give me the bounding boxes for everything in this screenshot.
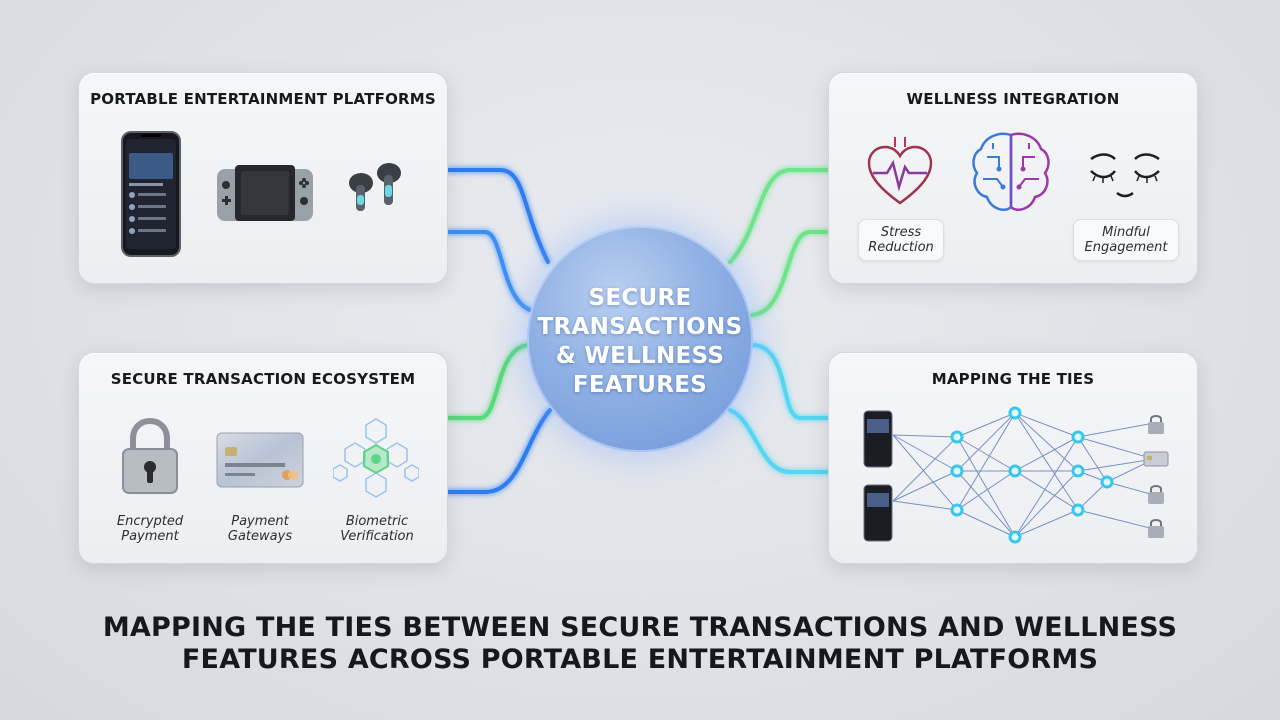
panel-title: SECURE TRANSACTION ECOSYSTEM <box>110 370 416 388</box>
smartphone-icon <box>121 131 181 257</box>
biometric-verification-label: Biometric Verification <box>340 514 414 544</box>
stress-reduction-label: Stress Reduction <box>858 219 944 261</box>
hub-label: SECURE TRANSACTIONS & WELLNESS FEATURES <box>537 285 743 398</box>
payment-gateways-label: Payment Gateways <box>227 514 293 544</box>
handheld-console-icon <box>217 165 313 221</box>
connector-mapping-bottom <box>728 408 834 474</box>
panel-secure-ecosystem: SECURE TRANSACTION ECOSYSTEM Encrypted P… <box>78 352 448 564</box>
encrypted-payment-label: Encrypted Payment <box>116 514 184 544</box>
connector-portable-top <box>446 168 550 264</box>
panel-title: WELLNESS INTEGRATION <box>906 90 1120 108</box>
closed-eyes-icon <box>1090 153 1160 198</box>
mindful-engagement-label: Mindful Engagement <box>1073 219 1179 261</box>
credit-card-icon <box>216 432 304 488</box>
panel-wellness-integration: WELLNESS INTEGRATION Stress Reduction Mi… <box>828 72 1198 284</box>
connector-wellness-top <box>728 168 834 264</box>
panel-title: MAPPING THE TIES <box>931 370 1095 388</box>
brain-icon <box>972 132 1050 211</box>
connector-secure-top <box>446 343 532 420</box>
biometric-hex-icon <box>333 418 419 498</box>
padlock-icon <box>1148 519 1164 538</box>
network-graph-icon <box>863 406 1155 544</box>
padlock-icon <box>122 417 178 494</box>
central-hub: SECURE TRANSACTIONS & WELLNESS FEATURES <box>527 226 753 452</box>
connector-wellness-bottom <box>750 230 834 317</box>
main-title: MAPPING THE TIES BETWEEN SECURE TRANSACT… <box>102 612 1178 675</box>
connector-mapping-top <box>750 343 834 420</box>
padlock-icon <box>1148 415 1164 434</box>
panel-mapping-ties: MAPPING THE TIES <box>828 352 1198 564</box>
connector-secure-bottom <box>446 408 552 494</box>
heart-pulse-icon <box>867 137 933 205</box>
panel-portable-platforms: PORTABLE ENTERTAINMENT PLATFORMS <box>78 72 448 284</box>
panel-title: PORTABLE ENTERTAINMENT PLATFORMS <box>90 90 436 108</box>
padlock-icon <box>1148 485 1164 504</box>
connector-portable-bottom <box>446 230 542 314</box>
credit-card-icon <box>1143 451 1169 467</box>
earbuds-icon <box>349 163 401 211</box>
